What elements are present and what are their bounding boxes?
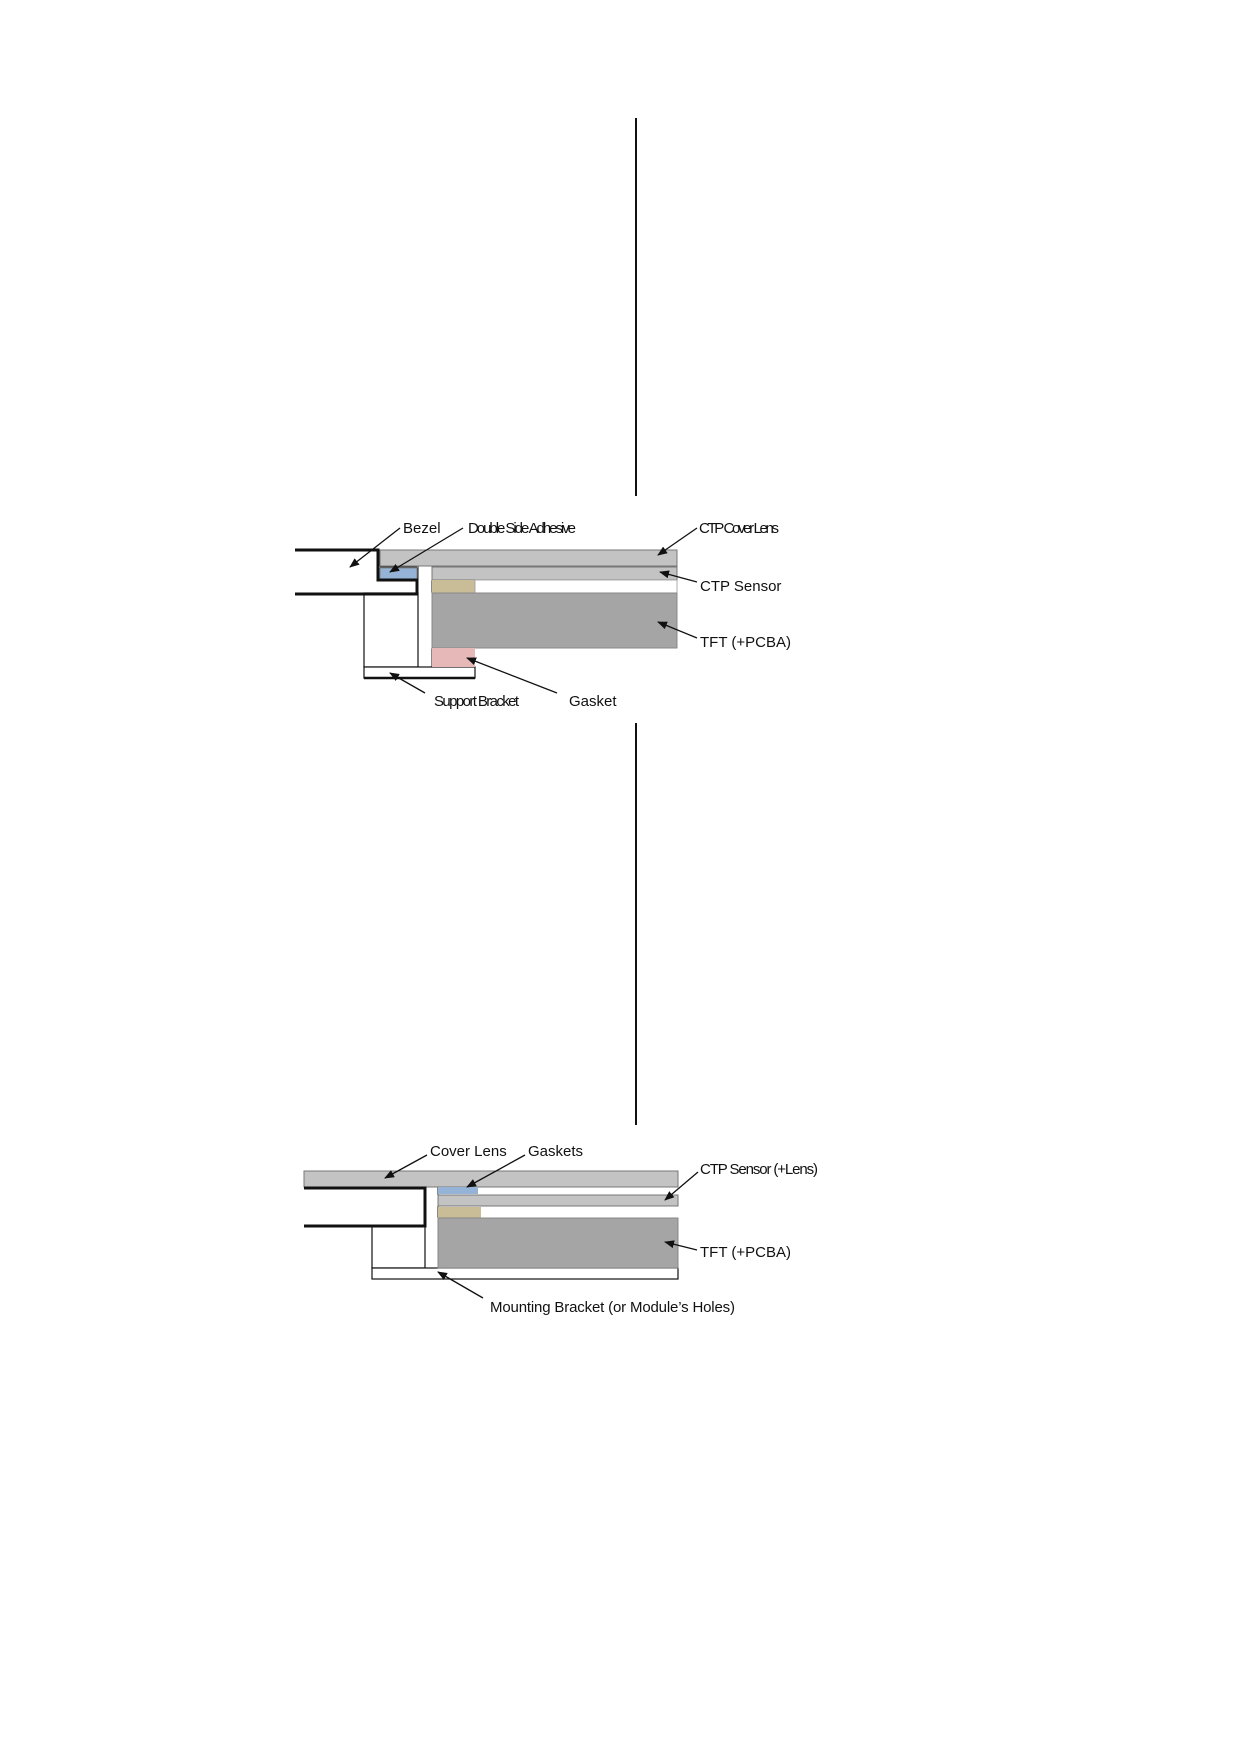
channel: [417, 565, 433, 668]
double-side-adhesive: [379, 567, 418, 581]
label-ctp-cover-lens: CTP Cover Lens: [699, 520, 779, 537]
label-double-side-adhesive: Double Side Adhesive: [468, 520, 576, 537]
diagram-front-mount: Cover Lens Gaskets CTP Sensor (+Lens) TF…: [303, 1143, 818, 1316]
diagram-bezel-mount: Bezel Double Side Adhesive CTP Cover Len…: [295, 520, 791, 710]
label-ctp-sensor-lens: CTP Sensor (+Lens): [700, 1161, 818, 1178]
label-gasket: Gasket: [569, 693, 617, 710]
label-mounting-bracket: Mounting Bracket (or Module’s Holes): [490, 1299, 735, 1316]
tan-gasket: [432, 580, 475, 593]
support-box: [363, 592, 419, 668]
bezel: [304, 1186, 427, 1228]
bezel: [295, 548, 419, 596]
mounting-bracket: [371, 1267, 679, 1280]
ctp-cover-lens: [379, 549, 678, 567]
support-bracket: [363, 666, 476, 679]
ctp-sensor: [437, 1194, 679, 1207]
gasket: [432, 648, 475, 667]
label-gaskets: Gaskets: [528, 1143, 583, 1160]
channel: [424, 1186, 439, 1269]
label-support-bracket: Support Bracket: [434, 693, 520, 710]
label-bezel: Bezel: [403, 520, 441, 537]
air-gap: [474, 579, 678, 594]
blue-gasket: [438, 1187, 478, 1194]
support-box: [371, 1225, 426, 1269]
label-ctp-sensor: CTP Sensor: [700, 578, 781, 595]
tft-panel: [431, 592, 678, 649]
tft-panel: [437, 1217, 679, 1269]
label-cover-lens: Cover Lens: [430, 1143, 507, 1160]
ctp-sensor: [431, 566, 678, 581]
cover-lens: [303, 1170, 679, 1188]
label-tft: TFT (+PCBA): [700, 634, 791, 651]
label-tft: TFT (+PCBA): [700, 1244, 791, 1261]
tan-gasket: [438, 1207, 481, 1218]
